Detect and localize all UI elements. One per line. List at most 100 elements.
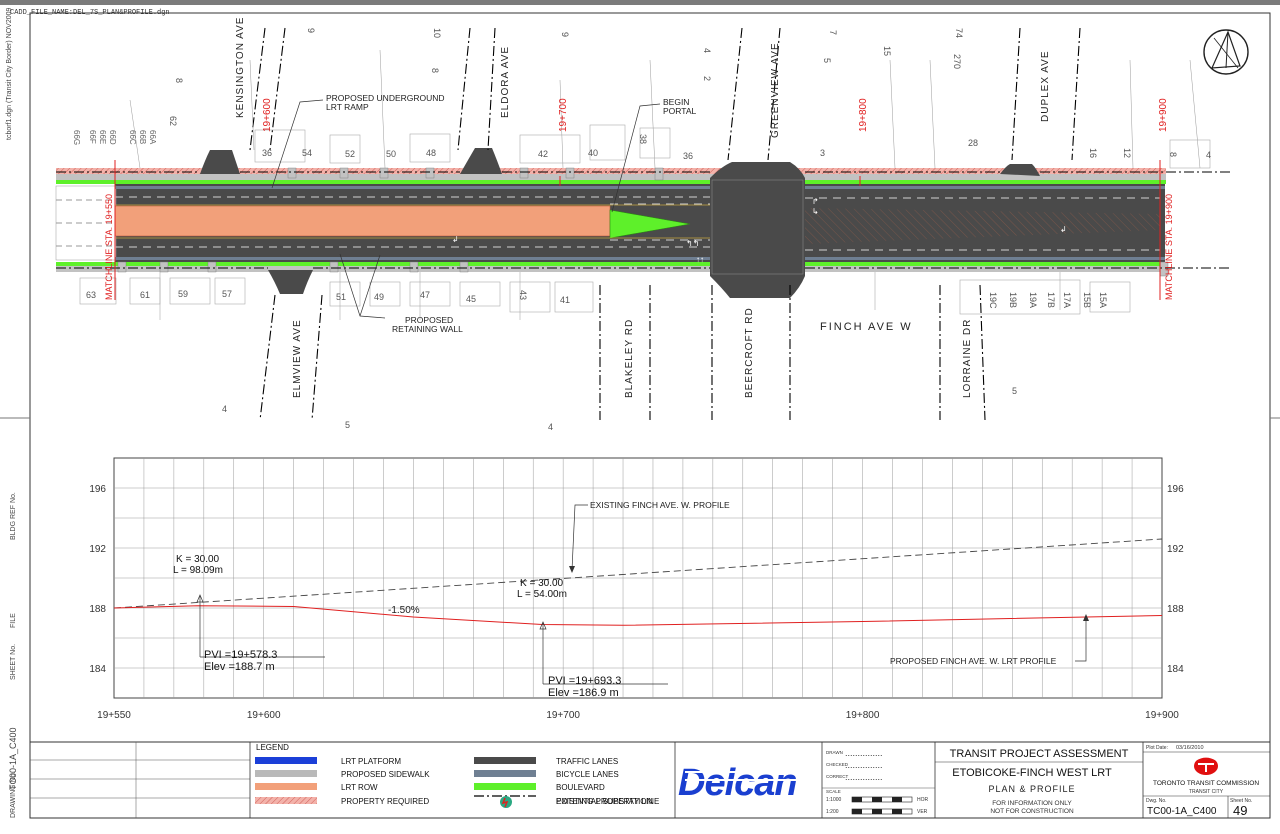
legend-label: PROPERTY REQUIRED xyxy=(341,797,429,806)
lot-n-28: 28 xyxy=(968,138,978,148)
y-tick-left: 188 xyxy=(89,604,106,615)
lot-n-38: 38 xyxy=(638,134,648,144)
existing-property-lines xyxy=(56,27,1230,421)
signoff-drawn-dots: ............... xyxy=(845,748,883,758)
lot-n-50: 50 xyxy=(386,149,396,159)
existing-profile-label: EXISTING FINCH AVE. W. PROFILE xyxy=(590,500,730,510)
legend-label: LRT ROW xyxy=(341,783,378,792)
signoff-checked: CHECKED xyxy=(826,762,849,767)
callout-wall: PROPOSED RETAINING WALL xyxy=(392,315,463,334)
lot-s-49: 49 xyxy=(374,292,384,302)
lot-s-43: 43 xyxy=(518,290,528,300)
x-tick: 19+700 xyxy=(546,710,580,721)
legend-label: LRT PLATFORM xyxy=(341,757,401,766)
lot-s-5b: 5 xyxy=(1012,386,1017,396)
top-bar xyxy=(0,0,1280,5)
lot-s-47: 47 xyxy=(420,290,430,300)
lot-s-4a: 4 xyxy=(222,404,227,414)
street-duplex: DUPLEX AVE xyxy=(1040,50,1051,122)
lot-n-56: 36 xyxy=(262,148,272,158)
street-greenview: GREENVIEW AVE xyxy=(770,42,781,138)
scale-ver-value: 1:200 xyxy=(826,809,839,815)
note-construction: NOT FOR CONSTRUCTION xyxy=(990,808,1074,815)
median-hatched xyxy=(805,208,1160,244)
callout-ramp-line1: PROPOSED UNDERGROUND xyxy=(326,93,445,103)
legend: LRT PLATFORM PROPOSED SIDEWALK LRT ROW PROP… xyxy=(255,757,659,808)
legend-label: POTENTIAL SUBSTATION xyxy=(556,797,653,806)
scale-ver: VER xyxy=(917,809,928,815)
lot-n-62: 62 xyxy=(168,116,178,126)
ttc-logo-icon xyxy=(1194,756,1218,775)
lot-n-66d: 66D xyxy=(108,130,117,145)
lot-n-48: 48 xyxy=(426,148,436,158)
legend-label: PROPOSED SIDEWALK xyxy=(341,770,430,779)
lot-n-66f: 66F xyxy=(88,130,97,144)
legend-item: TRAFFIC LANES xyxy=(474,757,618,766)
lot-s-61: 61 xyxy=(140,290,150,300)
lot-n-66a: 66A xyxy=(148,130,157,145)
x-tick: 19+900 xyxy=(1145,710,1179,721)
legend-label: BICYCLE LANES xyxy=(556,770,619,779)
legend-item: PROPERTY REQUIRED xyxy=(255,797,429,806)
curve2-l: L = 54.00m xyxy=(517,589,567,600)
legend-swatch xyxy=(255,770,317,777)
lot-n-10: 10 xyxy=(432,28,442,38)
legend-item: BOULEVARD xyxy=(474,783,605,792)
lot-n-9b: 9 xyxy=(560,32,570,37)
x-tick: 19+800 xyxy=(846,710,880,721)
svg-text:↰↰: ↰↰ xyxy=(686,239,699,248)
station-19800: 19+800 xyxy=(858,98,869,132)
y-tick-right: 196 xyxy=(1167,484,1184,495)
lot-n-9a: 9 xyxy=(306,28,316,33)
station-markers xyxy=(114,160,1161,300)
callout-wall-line2: RETAINING WALL xyxy=(392,324,463,334)
station-19600: 19+600 xyxy=(262,98,273,132)
proposed-profile-label: PROPOSED FINCH AVE. W. LRT PROFILE xyxy=(890,656,1057,666)
line-title: ETOBICOKE-FINCH WEST LRT xyxy=(952,767,1112,779)
sheet-title: PLAN & PROFILE xyxy=(988,784,1075,794)
delcan-logo: Delcan xyxy=(678,762,812,804)
lot-n-15: 15 xyxy=(882,46,892,56)
dwg-no-label: Dwg. No. xyxy=(1146,798,1167,804)
lot-n-66g: 66G xyxy=(72,130,81,145)
signoff-checked-dots: ............... xyxy=(845,760,883,770)
signoff-correct-dots: ............... xyxy=(845,772,883,782)
boulevard-south xyxy=(56,262,1166,266)
legend-swatch xyxy=(474,770,536,777)
lot-n-66b: 66B xyxy=(138,130,147,144)
legend-label: BOULEVARD xyxy=(556,783,605,792)
street-finch: FINCH AVE W xyxy=(820,321,913,333)
legend-title: LEGEND xyxy=(256,743,289,752)
y-tick-left: 196 xyxy=(89,484,106,495)
legend-item: EXISTING PROPERTY LINE xyxy=(474,795,659,806)
lot-s-15a: 15A xyxy=(1098,292,1108,308)
lot-s-19c: 19C xyxy=(988,292,998,309)
sidewalk-north xyxy=(56,174,1166,184)
project-title: TRANSIT PROJECT ASSESSMENT xyxy=(950,748,1129,760)
curve1-elev: Elev =188.7 m xyxy=(204,661,275,673)
existing-profile-line xyxy=(113,538,1163,609)
legend-item: BICYCLE LANES xyxy=(474,770,619,779)
lot-n-8b: 8 xyxy=(430,68,440,73)
legend-item: PROPOSED SIDEWALK xyxy=(255,770,430,779)
svg-text:↑↑: ↑↑ xyxy=(696,255,704,264)
lot-n-66e: 66E xyxy=(98,130,107,144)
signoff-drawn: DRAWN xyxy=(826,750,843,755)
property-required-north xyxy=(56,168,1166,178)
street-elmview: ELMVIEW AVE xyxy=(292,319,303,398)
plot-date: 03/16/2010 xyxy=(1176,745,1204,751)
street-lorraine: LORRAINE DR xyxy=(962,319,973,398)
y-tick-right: 188 xyxy=(1167,604,1184,615)
lot-n-66c: 66C xyxy=(128,130,137,145)
y-tick-left: 192 xyxy=(89,544,106,555)
proposed-profile-line xyxy=(113,605,1163,626)
profile-series xyxy=(113,538,1163,626)
bike-lane-south xyxy=(115,257,1165,260)
callout-portal-line1: BEGIN xyxy=(663,97,689,107)
sheet-no: 49 xyxy=(1233,803,1247,818)
svg-text:↲: ↲ xyxy=(1060,225,1067,234)
lot-n-36: 36 xyxy=(683,151,693,161)
